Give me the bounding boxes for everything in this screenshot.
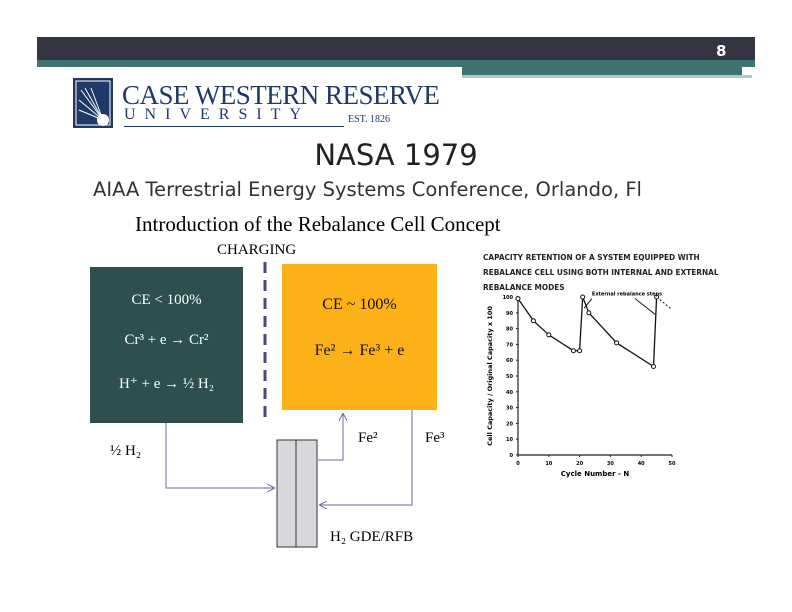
device-label: H₂ GDE/RFB xyxy=(330,529,414,545)
data-point xyxy=(577,348,583,354)
data-point xyxy=(546,332,552,338)
y-tick-label: 10 xyxy=(506,437,513,443)
x-tick-label: 0 xyxy=(516,461,520,467)
negative-cell-box: CE < 100% Cr³ + e → Cr² H⁺ + e → ½ H₂ xyxy=(90,267,243,423)
y-tick-label: 30 xyxy=(506,406,513,412)
slide-subtitle: AIAA Terrestrial Energy Systems Conferen… xyxy=(93,178,642,201)
fe3-label: Fe³ xyxy=(425,430,445,446)
y-tick-label: 70 xyxy=(506,342,513,348)
capacity-line xyxy=(517,296,658,368)
x-tick-label: 50 xyxy=(669,461,676,467)
y-tick-label: 90 xyxy=(506,311,513,317)
y-tick-label: 0 xyxy=(510,453,514,459)
y-tick-label: 20 xyxy=(506,421,513,427)
y-tick-label: 50 xyxy=(506,374,513,380)
data-point xyxy=(586,310,592,316)
x-tick-label: 20 xyxy=(576,461,583,467)
data-point xyxy=(651,364,657,370)
ce-left: CE < 100% xyxy=(131,292,202,308)
y-axis-label: Cell Capacity / Original Capacity x 100 xyxy=(486,306,494,446)
x-axis-label: Cycle Number - N xyxy=(561,470,630,478)
cr-reaction: Cr³ + e → Cr² xyxy=(124,332,209,348)
logo-sunburst-icon xyxy=(73,78,113,128)
y-tick-label: 100 xyxy=(503,295,514,301)
data-point xyxy=(614,340,620,346)
membrane-divider xyxy=(263,262,267,420)
data-point xyxy=(530,318,536,324)
annotation-arrow xyxy=(583,298,593,309)
fe-reaction: Fe² → Fe³ + e xyxy=(314,342,405,359)
slide-heading: Introduction of the Rebalance Cell Conce… xyxy=(135,212,501,236)
data-point xyxy=(580,294,586,300)
logo-subtext: UNIVERSITY xyxy=(124,106,310,123)
x-tick-label: 40 xyxy=(638,461,645,467)
header-stripe-3 xyxy=(462,75,752,78)
header-bar xyxy=(37,37,755,60)
annotation: External rebalance steps xyxy=(592,291,662,297)
logo-est: EST. 1826 xyxy=(348,114,391,125)
x-tick-label: 10 xyxy=(545,461,552,467)
logo-text: CASE WESTERN RESERVE xyxy=(122,80,440,110)
logo-underline xyxy=(124,126,344,127)
gde-device xyxy=(276,439,318,548)
ce-right: CE ~ 100% xyxy=(322,296,397,313)
slide-number: 8 xyxy=(716,42,727,60)
data-point xyxy=(654,294,660,300)
y-tick-label: 80 xyxy=(506,327,513,333)
annotation-arrow xyxy=(634,298,656,315)
positive-cell-box: CE ~ 100% Fe² → Fe³ + e xyxy=(282,264,437,410)
header-stripe-2 xyxy=(462,67,742,75)
data-point xyxy=(570,348,576,354)
charging-label: CHARGING xyxy=(217,242,297,258)
h2-reaction: H⁺ + e → ½ H₂ xyxy=(119,376,214,392)
extrapolation-line xyxy=(656,296,673,311)
slide-title: NASA 1979 xyxy=(314,138,478,172)
fe2-label: Fe² xyxy=(358,430,378,446)
x-tick-label: 30 xyxy=(607,461,614,467)
h2-label: ½ H₂ xyxy=(110,443,142,459)
y-tick-label: 40 xyxy=(506,390,513,396)
y-tick-label: 60 xyxy=(506,358,513,364)
header-stripe xyxy=(37,60,755,67)
data-point xyxy=(515,296,521,302)
chart-title: CAPACITY RETENTION OF A SYSTEM EQUIPPED … xyxy=(483,253,719,292)
